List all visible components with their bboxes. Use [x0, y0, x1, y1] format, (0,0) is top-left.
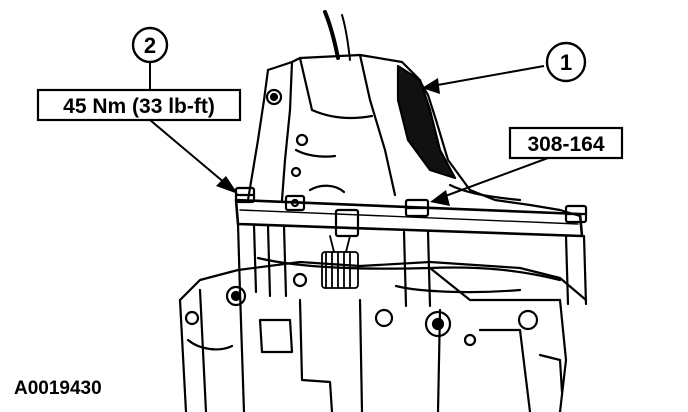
leader-lines: [149, 62, 549, 199]
callout-1: 1: [545, 41, 587, 83]
bolt-right: [564, 204, 588, 224]
tool-leg-1: [236, 222, 258, 294]
callout-2: 2: [131, 26, 169, 64]
upper-housing: [266, 53, 582, 218]
callout-2-number: 2: [144, 33, 156, 58]
bolt-left: [234, 186, 256, 204]
callout-1-number: 1: [560, 50, 572, 75]
bolt-center-left: [284, 194, 306, 212]
arrowheads: [216, 78, 450, 206]
transmission-illustration: [178, 10, 588, 412]
callout-tool-box: 308-164: [508, 126, 624, 160]
leader-torque: [149, 119, 227, 185]
gear: [321, 235, 359, 289]
figure-id: A0019430: [14, 378, 102, 399]
leader-item1: [431, 65, 545, 87]
bolt-center-right: [404, 198, 430, 218]
cable: [323, 10, 340, 60]
leader-tool: [439, 157, 549, 199]
tool-bar: [234, 198, 584, 238]
torque-label: 45 Nm (33 lb-ft): [63, 95, 215, 118]
housing-shadow: [396, 64, 457, 180]
callout-torque-box: 45 Nm (33 lb-ft): [36, 88, 242, 122]
tool-label: 308-164: [527, 133, 604, 156]
lower-case: [178, 260, 588, 302]
tool-leg-4: [564, 234, 588, 306]
